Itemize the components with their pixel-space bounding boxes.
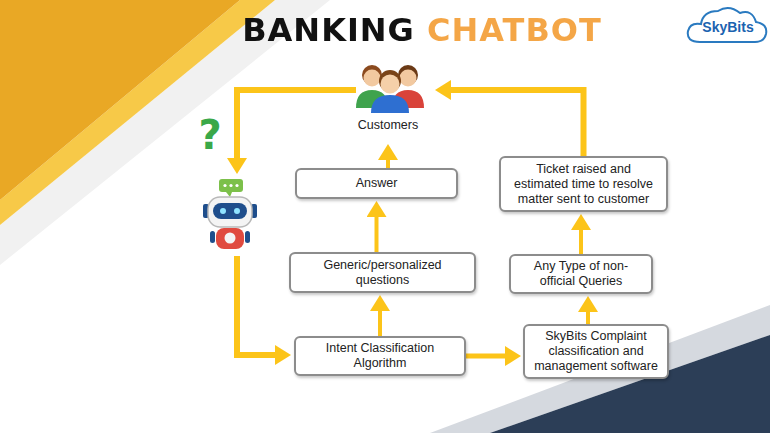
box-text: Intent Classification Algorithm [304,341,456,371]
bubble-dot [223,184,226,187]
process-box: Generic/personalized questions [289,252,476,293]
person-body [371,95,409,113]
robot-belly [225,233,236,244]
process-box: Intent Classification Algorithm [294,336,466,376]
bubble-dot [235,184,238,187]
person-head [400,70,417,87]
actor-node: Customers [343,58,433,142]
person-head [381,75,400,94]
box-text: Answer [356,176,398,191]
flow-arrow [449,90,584,156]
box-text: SkyBits Complaint classification and man… [533,329,659,374]
title-wrap: BANKING CHATBOT [222,10,622,50]
box-text: Any Type of non-official Queries [519,259,643,289]
box-text: Generic/personalized questions [299,258,466,288]
robot-arm [210,231,215,243]
grey-slate-band [430,305,770,433]
process-box: Any Type of non-official Queries [509,254,653,294]
flow-arrow [378,309,382,336]
gold-corner [0,0,240,200]
flow-arrow [466,354,507,359]
flow-arrow [375,215,379,252]
process-box: Answer [295,168,458,199]
process-box: Ticket raised and estimated time to reso… [499,156,668,212]
flow-line [237,256,277,355]
logo-cloud [688,8,767,42]
diagram-title: BANKING CHATBOT [242,10,602,50]
customers-icon [356,65,424,113]
flow-arrow [386,158,390,168]
flow-arrow [579,228,583,254]
speech-bubble [219,179,243,192]
question-mark: ? [188,112,232,158]
flow-line [237,90,356,160]
robot-eye [234,208,240,214]
logo-text: SkyBits [690,19,766,36]
actor-label: Customers [358,118,418,133]
robot-head [208,197,252,227]
process-box: SkyBits Complaint classification and man… [523,324,669,379]
robot-body [216,228,244,249]
robot-visor [213,203,247,219]
robot-eye [220,208,226,214]
bubble-dot [229,184,232,187]
light-gold-band [0,0,275,225]
person-head [364,70,381,87]
box-text: Ticket raised and estimated time to reso… [509,162,658,207]
flow-arrow [586,310,590,324]
robot-arm [245,231,250,243]
robot-icon [203,179,257,249]
